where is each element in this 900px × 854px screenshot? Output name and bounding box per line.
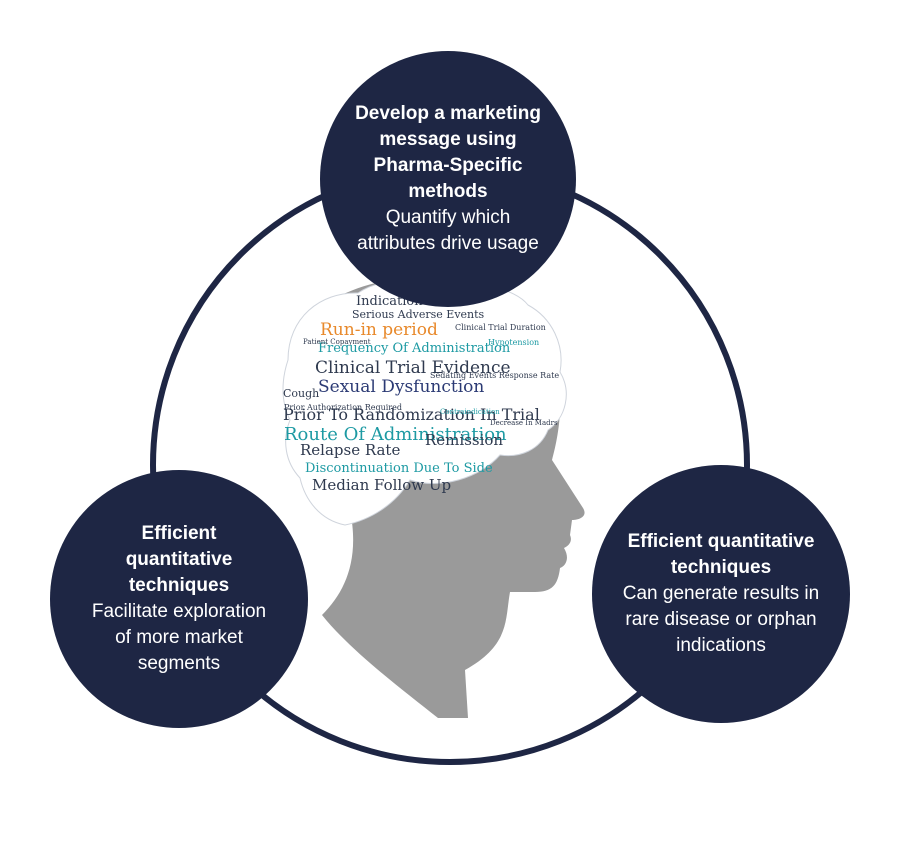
word-median-follow-up: Median Follow Up xyxy=(312,476,451,494)
word-discontinuation: Discontinuation Due To Side xyxy=(305,461,493,476)
word-clinical-trial-evidence: Clinical Trial Evidence xyxy=(315,358,511,378)
node-right-description: Can generate results in rare disease or … xyxy=(622,583,820,656)
node-left-title: Efficient quantitative techniques xyxy=(125,523,233,596)
word-clinical-trial-duration: Clinical Trial Duration xyxy=(455,323,546,332)
word-sexual-dysfunction: Sexual Dysfunction xyxy=(318,377,484,397)
node-top-title: Develop a marketing message using Pharma… xyxy=(355,103,541,202)
word-patient-copayment: Patient Copayment xyxy=(303,338,371,346)
word-frequency-of-administration: Frequency Of Administration xyxy=(318,341,511,356)
word-serious-adverse-events: Serious Adverse Events xyxy=(352,308,485,321)
node-right-title: Efficient quantitative techniques xyxy=(627,531,815,578)
word-relapse-rate: Relapse Rate xyxy=(300,441,400,459)
node-left-description: Facilitate exploration of more market se… xyxy=(91,601,267,674)
word-hypotension: Hypotension xyxy=(488,338,539,347)
word-sedating-events: Sedating Events Response Rate xyxy=(430,371,559,380)
brain-wordcloud: Indication Serious Adverse Events Run-in… xyxy=(282,279,567,526)
word-prior-to-randomization: Prior To Randomization In Trial xyxy=(283,405,540,424)
node-efficient-quantitative-left: Efficient quantitative techniques Facili… xyxy=(50,470,308,728)
word-route-of-administration: Route Of Administration xyxy=(284,424,507,445)
node-develop-marketing-message: Develop a marketing message using Pharma… xyxy=(320,51,576,307)
word-remission: Remission xyxy=(425,431,503,449)
word-run-in-period: Run-in period xyxy=(320,320,438,340)
node-top-description: Quantify which attributes drive usage xyxy=(357,207,539,254)
word-decrease-in-madrs: Decrease In Madrs xyxy=(490,419,558,427)
word-prior-authorization: Prior Authorization Required xyxy=(284,403,402,412)
node-efficient-quantitative-right: Efficient quantitative techniques Can ge… xyxy=(592,465,850,723)
word-cough: Cough xyxy=(283,387,319,400)
word-contraindication: Contraindication xyxy=(440,408,500,416)
